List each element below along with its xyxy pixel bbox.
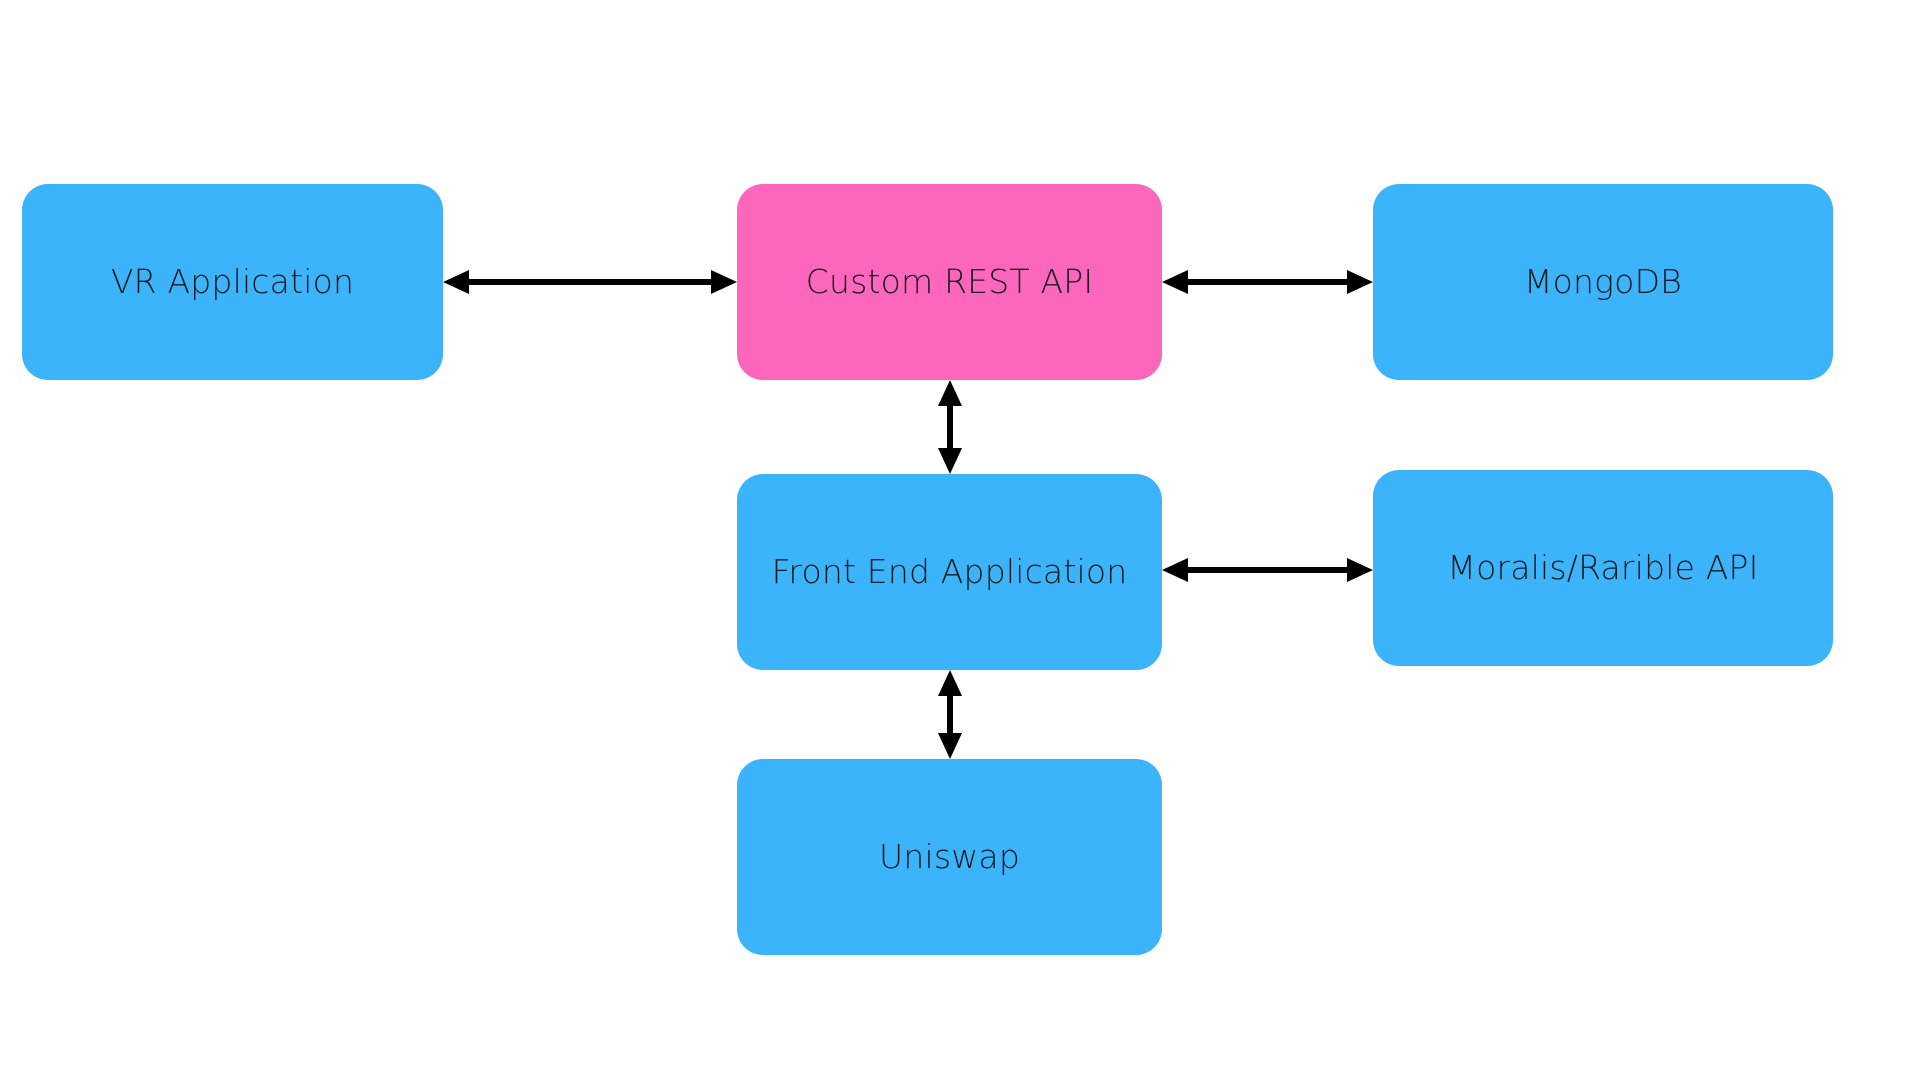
node-label-custom-rest-api: Custom REST API: [805, 261, 1094, 301]
edge-rest-api-to-mongodb: [1132, 252, 1403, 312]
node-label-front-end-application: Front End Application: [771, 551, 1128, 591]
node-vr-application[interactable]: VR Application: [22, 184, 443, 380]
node-front-end-application[interactable]: Front End Application: [737, 474, 1162, 670]
node-label-moralis-rarible-api: Moralis/Rarible API: [1447, 547, 1759, 587]
edge-vr-to-rest-api: [413, 252, 767, 312]
node-label-vr-application: VR Application: [110, 261, 355, 301]
node-mongodb[interactable]: MongoDB: [1373, 184, 1833, 380]
node-uniswap[interactable]: Uniswap: [737, 759, 1162, 955]
edge-front-end-to-moralis: [1132, 540, 1403, 600]
node-moralis-rarible-api[interactable]: Moralis/Rarible API: [1373, 470, 1833, 666]
node-label-mongodb: MongoDB: [1524, 261, 1682, 301]
edge-front-end-to-uniswap: [920, 640, 980, 789]
node-custom-rest-api[interactable]: Custom REST API: [737, 184, 1162, 380]
node-label-uniswap: Uniswap: [879, 836, 1020, 876]
edge-rest-api-to-front-end: [920, 350, 980, 504]
